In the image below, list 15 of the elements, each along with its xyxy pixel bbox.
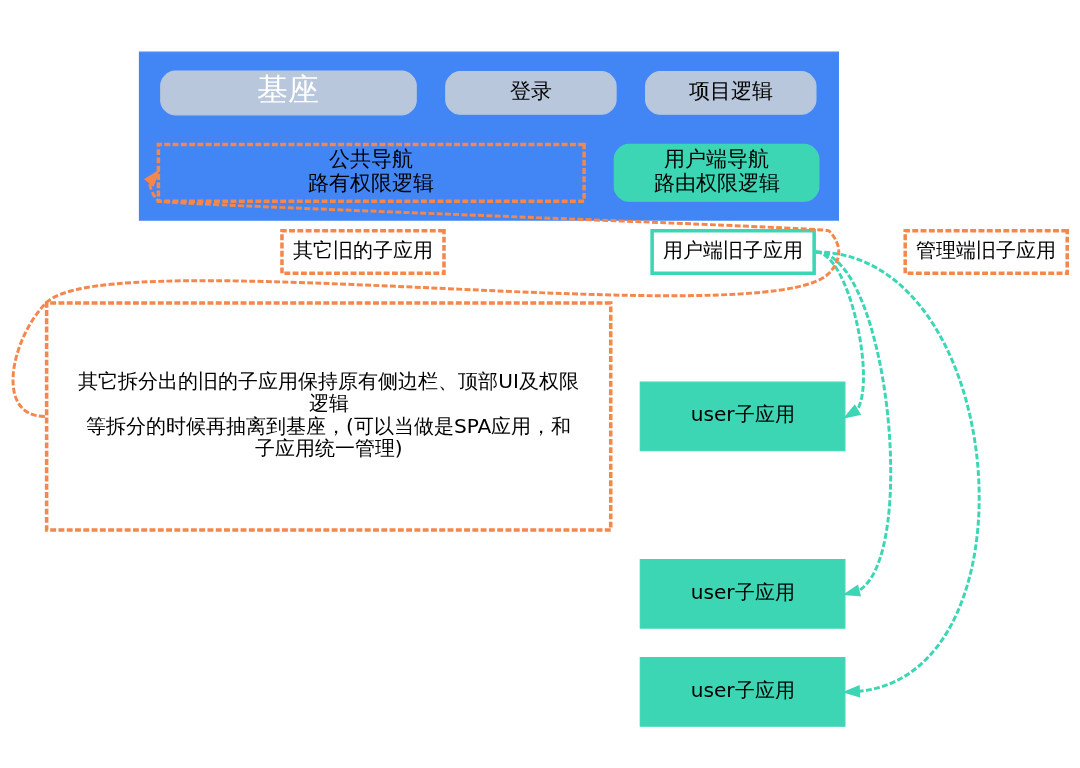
node-box: 管理端旧子应用 [903,228,1069,275]
arrow [815,250,981,698]
node-box: 项目逻辑 [645,70,817,115]
node-box: user子应用 [639,656,846,727]
node-box: 登录 [445,70,617,115]
cluster [138,51,839,221]
node-box: 其它旧的子应用 [280,228,446,275]
arrow [11,168,840,418]
node-box: user子应用 [639,381,846,451]
node-box: 用户端旧子应用 [650,228,816,275]
node-box: 其它拆分出的旧的子应用保持原有侧边栏、顶部UI及权限逻辑 等拆分的时候再抽离到基座，(可以当做是SPA应用，和子应用统一管理) [44,300,613,532]
node-box: 公共导航 路有权限逻辑 [156,142,586,203]
node-box: user子应用 [639,558,846,629]
node-box: 基座 [160,70,417,115]
node-box: 用户端导航 路由权限逻辑 [613,143,820,202]
